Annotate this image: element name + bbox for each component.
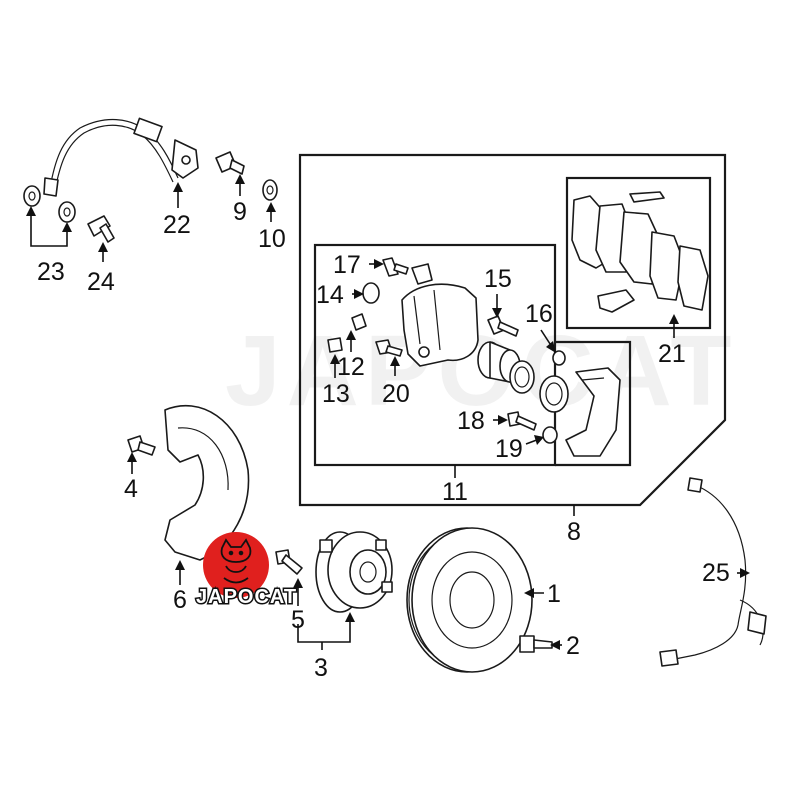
bolt-15 (487, 315, 519, 337)
brake-rotor-1 (406, 527, 533, 673)
callout-24: 24 (87, 268, 115, 296)
callout-19: 19 (495, 435, 523, 463)
caliper-bracket (565, 367, 621, 457)
cap-14 (362, 282, 380, 304)
leader-arrowheads (26, 174, 750, 650)
callout-23: 23 (37, 258, 65, 286)
bolt-24 (87, 215, 115, 243)
cat-icon (220, 538, 252, 584)
callout-12: 12 (337, 353, 365, 381)
callout-15: 15 (484, 265, 512, 293)
banjo-bolt-9 (215, 151, 245, 175)
caliper-housing (401, 263, 479, 367)
abs-sensor-25 (659, 477, 767, 667)
callout-16: 16 (525, 300, 553, 328)
callout-8: 8 (567, 518, 581, 546)
callout-21: 21 (658, 340, 686, 368)
brake-pads-21 (571, 191, 709, 313)
bolt-20 (375, 339, 403, 357)
callout-18: 18 (457, 407, 485, 435)
bolt-17 (382, 257, 409, 277)
callout-14: 14 (316, 281, 344, 309)
logo-text: JAPOCAT (196, 586, 297, 608)
bolt-18 (507, 411, 537, 431)
caliper-assembly-box-8 (298, 153, 727, 507)
callout-6: 6 (173, 586, 187, 614)
callout-22: 22 (163, 211, 191, 239)
brake-hose-22 (43, 117, 199, 197)
washer-10 (262, 179, 278, 201)
washer-23-a (23, 185, 41, 207)
boot-13 (327, 337, 343, 353)
callout-1: 1 (547, 580, 561, 608)
japocat-logo: JAPOCAT (195, 532, 298, 610)
callout-20: 20 (382, 380, 410, 408)
washer-23-b (58, 201, 76, 223)
bolt-4 (127, 435, 156, 456)
callout-10: 10 (258, 225, 286, 253)
callout-5: 5 (291, 606, 305, 634)
bushing-12 (351, 313, 367, 331)
wheel-hub-3 (315, 531, 393, 613)
callout-11: 11 (442, 478, 468, 506)
callout-13: 13 (322, 380, 350, 408)
callout-4: 4 (124, 475, 138, 503)
callout-17: 17 (333, 251, 361, 279)
callout-2: 2 (566, 632, 580, 660)
piston (477, 341, 521, 383)
caliper-box-11-extension (555, 340, 632, 467)
pad-kit-box-21 (565, 176, 712, 330)
bushing-19 (542, 426, 558, 444)
logo-red-circle (203, 532, 269, 598)
callout-3: 3 (314, 654, 328, 682)
callout-25: 25 (702, 559, 730, 587)
seal-ring (509, 360, 535, 394)
callout-9: 9 (233, 198, 247, 226)
bleeder-16 (552, 350, 566, 366)
screw-2 (519, 635, 553, 653)
hub-bolt-5 (275, 549, 303, 575)
piston-seal (539, 375, 569, 413)
